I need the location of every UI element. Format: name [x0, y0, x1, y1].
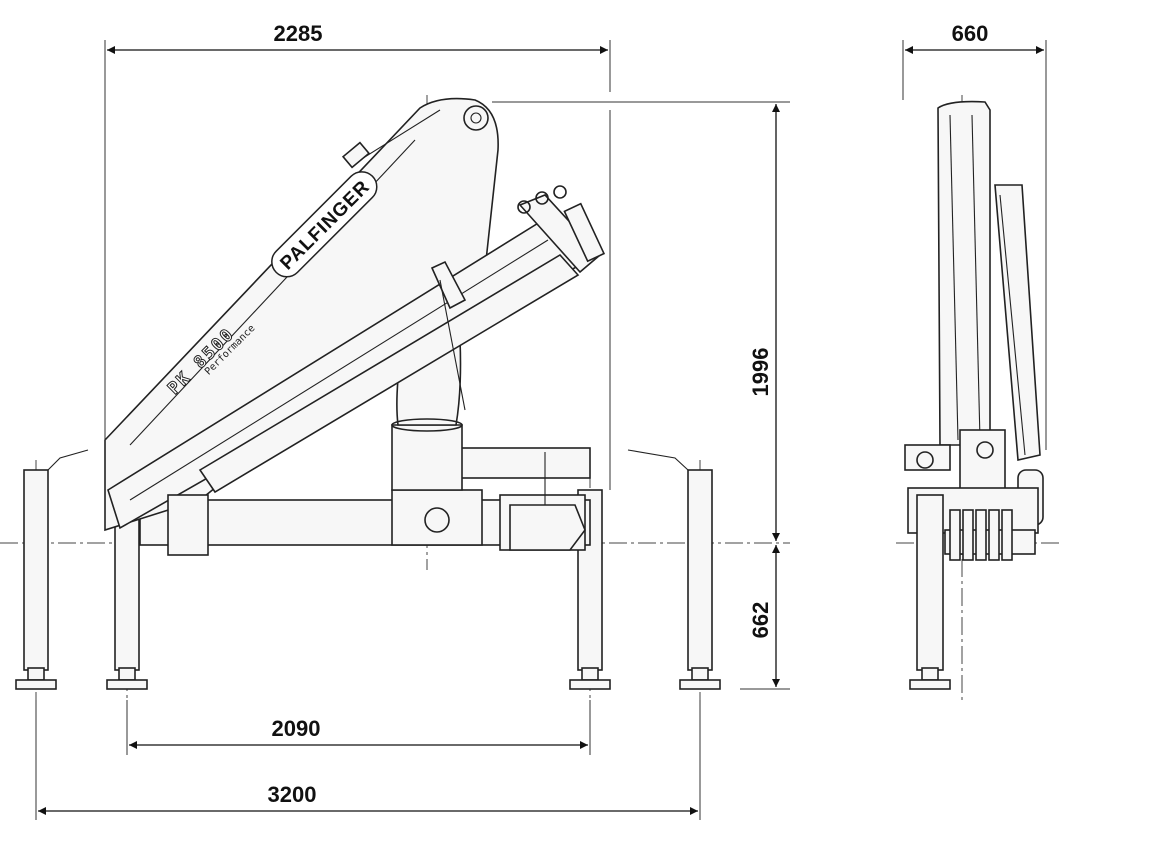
crane-side-view: PALFINGER PK 8500 Performance	[15, 97, 721, 690]
stabilizer-leg-outer-left	[15, 449, 89, 690]
svg-text:662: 662	[748, 602, 773, 639]
svg-text:3200: 3200	[268, 782, 317, 807]
stabilizer-leg-outer-right	[627, 449, 721, 690]
stabilizer-leg-inner-right	[569, 489, 611, 690]
main-boom	[104, 97, 499, 532]
svg-text:660: 660	[952, 21, 989, 46]
dimension-top-width: 2285	[104, 21, 611, 490]
front-control-levers	[949, 509, 1013, 561]
svg-text:1996: 1996	[748, 348, 773, 397]
dimension-height-upper: 1996	[492, 101, 790, 541]
front-stabilizer-leg	[909, 494, 951, 690]
svg-text:2285: 2285	[274, 21, 323, 46]
stabilizer-leg-inner-left	[106, 504, 148, 690]
crane-front-view	[904, 100, 1044, 690]
svg-text:2090: 2090	[272, 716, 321, 741]
lift-cylinder	[430, 260, 467, 411]
dimension-side-width: 660	[902, 21, 1047, 450]
dimension-height-lower: 662	[740, 545, 790, 690]
knuckle-boom	[107, 185, 606, 530]
control-valve	[167, 494, 586, 556]
dimension-outer-spread: 3200	[35, 700, 701, 820]
dimension-inner-spread: 2090	[126, 700, 591, 755]
